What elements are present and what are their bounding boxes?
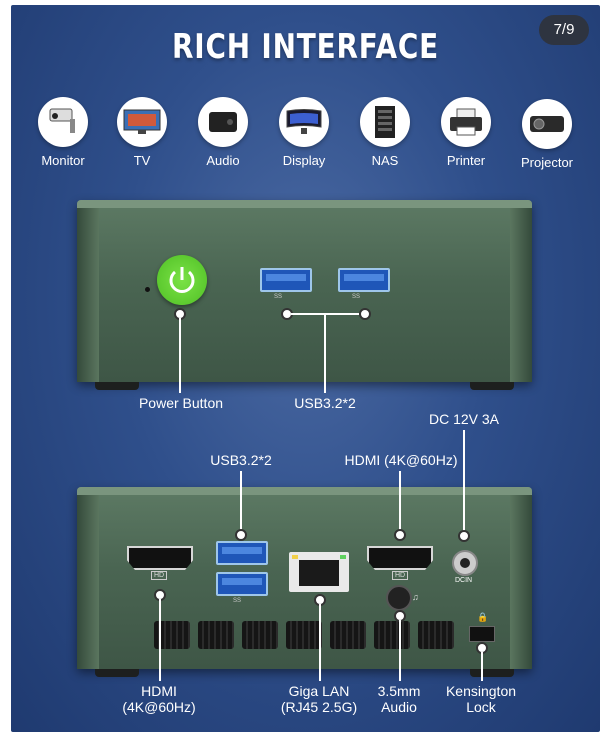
headphone-icon: ♫	[412, 592, 419, 602]
dcin-mark: DCIN	[455, 577, 473, 584]
vent	[418, 621, 454, 649]
callout-line	[399, 471, 401, 533]
rear-usb-port-1	[216, 541, 268, 565]
device-label: TV	[133, 153, 151, 168]
device-printer: Printer	[426, 97, 506, 168]
callout-line	[240, 471, 242, 533]
product-banner: RICH INTERFACE 7/9 Monitor TV Audio Disp…	[11, 5, 600, 732]
lock-icon: 🔒	[477, 612, 489, 622]
callout-dot	[359, 308, 371, 320]
vent	[286, 621, 322, 649]
rear-usb-label: USB3.2*2	[210, 452, 272, 468]
tv-icon	[117, 97, 167, 147]
callout-dot	[394, 529, 406, 541]
callout-line	[481, 652, 483, 681]
dc-pin	[460, 558, 470, 568]
rear-hdmi-top-label: HDMI (4K@60Hz)	[344, 452, 458, 468]
vent	[242, 621, 278, 649]
vent	[198, 621, 234, 649]
label-line: HDMI	[141, 683, 177, 699]
device-audio: Audio	[183, 97, 263, 168]
usb-ss-mark: SS	[352, 294, 361, 300]
callout-line	[324, 314, 326, 393]
rear-usb-port-2	[216, 572, 268, 596]
page-indicator[interactable]: 7/9	[539, 15, 589, 45]
device-projector: Projector	[507, 99, 587, 170]
chassis-side-left	[77, 208, 99, 382]
label-line: Audio	[381, 699, 417, 715]
lan-led	[292, 555, 298, 559]
rubber-foot	[95, 669, 139, 677]
speaker-icon	[198, 97, 248, 147]
rubber-foot	[95, 382, 139, 390]
usb-ss-mark: SS	[274, 294, 283, 300]
power-button-label: Power Button	[138, 395, 224, 411]
lan-label: Giga LAN (RJ45 2.5G)	[259, 683, 379, 715]
rear-hdmi-bottom-label: HDMI (4K@60Hz)	[109, 683, 209, 715]
callout-line	[159, 599, 161, 681]
device-nas: NAS	[345, 97, 425, 168]
device-label: Printer	[446, 153, 486, 168]
front-usb-port-1	[260, 268, 312, 292]
usb-ss-mark: SS	[233, 598, 242, 604]
callout-dot	[458, 530, 470, 542]
device-label: Audio	[206, 153, 240, 168]
device-monitor: Monitor	[23, 97, 103, 168]
callout-line	[463, 430, 465, 534]
label-line: (RJ45 2.5G)	[280, 699, 358, 715]
monitor-icon	[279, 97, 329, 147]
front-usb-port-2	[338, 268, 390, 292]
label-line: Lock	[466, 699, 496, 715]
ir-sensor	[145, 287, 150, 292]
hd-mark: HD	[392, 571, 409, 580]
audio-jack	[386, 585, 412, 611]
dc-label: DC 12V 3A	[428, 411, 500, 427]
printer-icon	[441, 97, 491, 147]
label-line: 3.5mm	[377, 683, 421, 699]
kensington-slot	[469, 626, 495, 642]
rear-hdmi-port-1	[127, 546, 193, 570]
security-camera-icon	[38, 97, 88, 147]
device-label: NAS	[371, 153, 399, 168]
device-label: Display	[282, 153, 326, 168]
dc-in-port	[452, 550, 478, 576]
lan-socket	[299, 560, 339, 586]
callout-dot	[235, 529, 247, 541]
nas-icon	[360, 97, 410, 147]
audio-label: 3.5mm Audio	[359, 683, 439, 715]
device-display: Display	[264, 97, 344, 168]
callout-line	[319, 604, 321, 681]
vent	[374, 621, 410, 649]
callout-line	[179, 318, 181, 393]
callout-line	[399, 620, 401, 681]
device-tv: TV	[102, 97, 182, 168]
kensington-label: Kensington Lock	[431, 683, 531, 715]
projector-icon	[522, 99, 572, 149]
device-label: Projector	[520, 155, 574, 170]
rear-hdmi-port-2	[367, 546, 433, 570]
label-line: (4K@60Hz)	[122, 699, 196, 715]
front-usb-label: USB3.2*2	[294, 395, 356, 411]
power-icon	[169, 267, 195, 293]
lan-port	[289, 552, 349, 592]
lan-led	[340, 555, 346, 559]
rubber-foot	[470, 669, 514, 677]
chassis-top	[77, 200, 532, 208]
label-line: Kensington	[445, 683, 517, 699]
page-title: RICH INTERFACE	[171, 27, 439, 67]
chassis-side-right	[510, 208, 532, 382]
chassis-side-left	[77, 495, 99, 669]
label-line: Giga LAN	[288, 683, 350, 699]
vent	[330, 621, 366, 649]
chassis-top	[77, 487, 532, 495]
rubber-foot	[470, 382, 514, 390]
chassis-side-right	[510, 495, 532, 669]
device-label: Monitor	[41, 153, 85, 168]
power-button[interactable]	[157, 255, 207, 305]
hd-mark: HD	[151, 571, 168, 580]
